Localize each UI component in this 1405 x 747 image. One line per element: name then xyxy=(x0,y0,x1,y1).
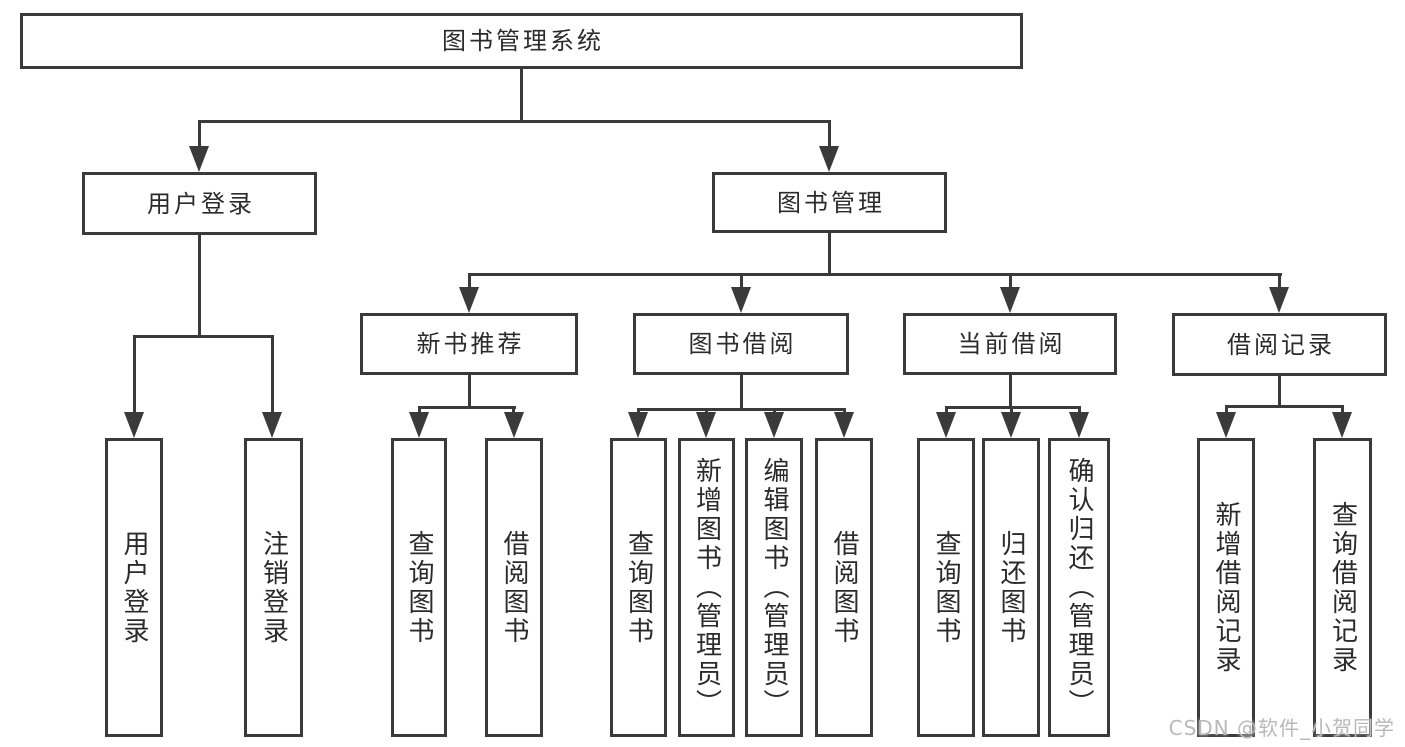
node-label: 图书借阅 xyxy=(688,330,797,358)
connector-line xyxy=(945,406,1081,409)
connector-line xyxy=(512,406,515,414)
connector-line xyxy=(1278,273,1281,289)
leaf-query-book-recommend: 查询图书 xyxy=(391,438,447,737)
connector-line xyxy=(945,406,948,414)
connector-arrowhead xyxy=(262,412,282,438)
node-new-book-recommend: 新书推荐 xyxy=(360,313,578,375)
connector-arrowhead xyxy=(819,146,839,172)
connector-arrowhead xyxy=(189,146,209,172)
connector-arrowhead xyxy=(504,412,524,438)
connector-arrowhead xyxy=(1269,287,1289,313)
leaf-edit-book-admin: 编辑图书（管理员） xyxy=(745,438,803,737)
leaf-add-borrow-record: 新增借阅记录 xyxy=(1197,438,1255,737)
connector-line xyxy=(1010,406,1013,414)
connector-line xyxy=(1225,405,1344,408)
leaf-query-borrow-record: 查询借阅记录 xyxy=(1313,438,1372,737)
connector-line xyxy=(1009,273,1012,289)
connector-line xyxy=(1341,405,1344,414)
node-label: 用户登录 xyxy=(147,189,255,218)
node-current-borrowing: 当前借阅 xyxy=(903,313,1117,375)
connector-line xyxy=(843,408,846,414)
node-label: 编辑图书（管理员） xyxy=(759,457,789,718)
csdn-watermark: CSDN @软件_小贺同学 xyxy=(1168,716,1395,740)
connector-line xyxy=(1009,375,1012,408)
node-label: 注销登录 xyxy=(258,529,289,646)
leaf-borrow-book-borrowing: 借阅图书 xyxy=(815,438,873,737)
connector-arrowhead xyxy=(764,412,784,438)
node-label: 图书管理系统 xyxy=(442,27,604,55)
connector-line xyxy=(1278,376,1281,407)
leaf-user-login: 用户登录 xyxy=(105,438,163,737)
connector-line xyxy=(1078,406,1081,414)
node-label: 用户登录 xyxy=(119,529,149,646)
node-label: 确认归还（管理员） xyxy=(1064,457,1094,718)
node-book-management: 图书管理 xyxy=(712,172,947,233)
connector-line xyxy=(418,406,516,409)
connector-line xyxy=(468,273,471,289)
connector-line xyxy=(198,120,201,148)
connector-line xyxy=(198,120,831,123)
connector-arrowhead xyxy=(834,412,854,438)
connector-arrowhead xyxy=(936,412,956,438)
connector-arrowhead xyxy=(124,412,144,438)
leaf-borrow-book-recommend: 借阅图书 xyxy=(485,438,543,737)
node-label: 查询图书 xyxy=(404,529,434,646)
connector-arrowhead xyxy=(731,287,751,313)
connector-line xyxy=(133,335,273,338)
connector-arrowhead xyxy=(1001,412,1021,438)
node-label: 当前借阅 xyxy=(957,330,1066,358)
leaf-add-book-admin: 新增图书（管理员） xyxy=(678,438,735,737)
leaf-logout: 注销登录 xyxy=(244,438,303,737)
connector-arrowhead xyxy=(459,287,479,313)
connector-arrowhead xyxy=(1332,412,1352,438)
connector-line xyxy=(1225,405,1228,414)
node-borrowing-records: 借阅记录 xyxy=(1172,313,1387,376)
node-user-login: 用户登录 xyxy=(82,172,317,235)
node-label: 新书推荐 xyxy=(416,330,525,358)
connector-line xyxy=(828,120,831,148)
connector-line xyxy=(133,335,136,412)
connector-line xyxy=(740,375,743,410)
node-label: 新增图书（管理员） xyxy=(691,457,722,718)
connector-line xyxy=(828,233,831,275)
connector-arrowhead xyxy=(1216,412,1236,438)
leaf-query-book-borrowing: 查询图书 xyxy=(610,438,667,737)
connector-line xyxy=(705,408,708,414)
connector-line xyxy=(418,406,421,414)
connector-line xyxy=(740,273,743,289)
connector-arrowhead xyxy=(1000,287,1020,313)
connector-line xyxy=(520,69,523,123)
connector-line xyxy=(468,273,1282,276)
connector-line xyxy=(198,235,201,337)
connector-arrowhead xyxy=(1069,412,1089,438)
connector-line xyxy=(637,408,846,411)
node-book-borrowing: 图书借阅 xyxy=(633,313,849,375)
leaf-query-book-current: 查询图书 xyxy=(917,438,975,737)
node-label: 图书管理 xyxy=(777,188,885,217)
connector-line xyxy=(468,375,471,408)
connector-arrowhead xyxy=(628,412,648,438)
node-label: 查询图书 xyxy=(623,529,654,646)
connector-line xyxy=(637,408,640,414)
connector-arrowhead xyxy=(696,412,716,438)
node-label: 查询图书 xyxy=(931,529,961,646)
leaf-confirm-return-admin: 确认归还（管理员） xyxy=(1048,438,1110,737)
node-label: 借阅图书 xyxy=(829,529,859,646)
connector-line xyxy=(773,408,776,414)
connector-arrowhead xyxy=(409,412,429,438)
node-label: 新增借阅记录 xyxy=(1211,500,1241,675)
node-label: 借阅记录 xyxy=(1227,330,1335,359)
node-label: 查询借阅记录 xyxy=(1327,500,1358,675)
node-label: 借阅图书 xyxy=(499,529,529,646)
leaf-return-book: 归还图书 xyxy=(982,438,1040,737)
node-library-management-system: 图书管理系统 xyxy=(20,13,1023,69)
node-label: 归还图书 xyxy=(996,529,1026,646)
connector-line xyxy=(271,335,274,412)
